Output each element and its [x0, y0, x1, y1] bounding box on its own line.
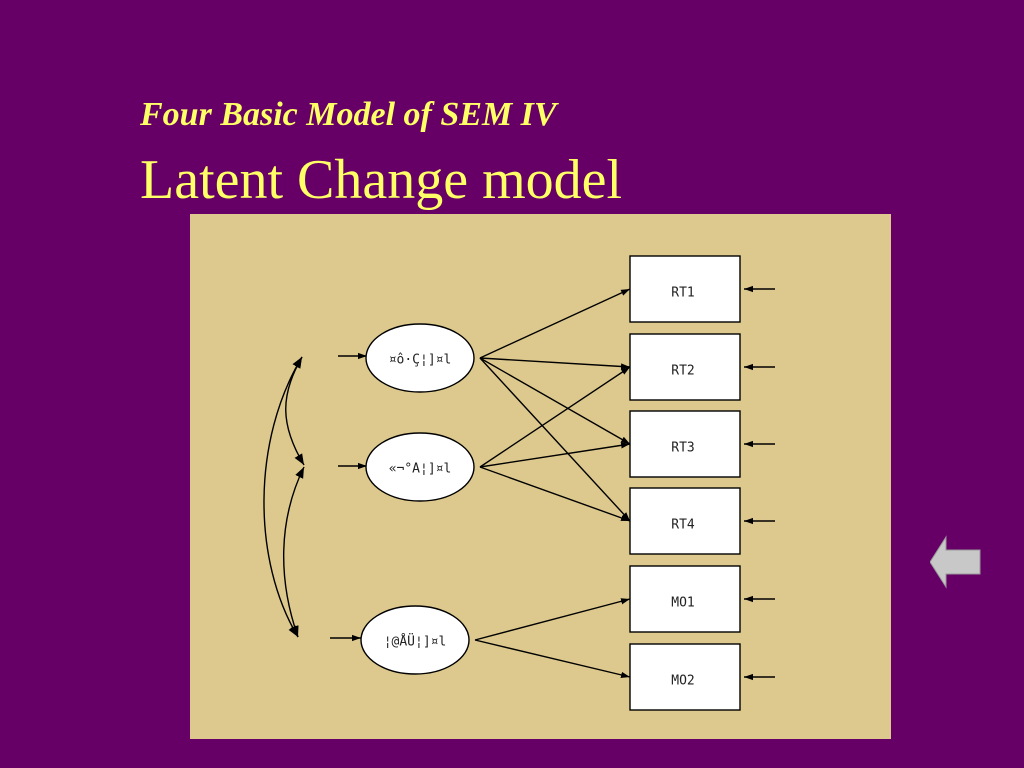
observed-RT3: RT3: [629, 410, 741, 478]
path-L2-RT3: [479, 442, 631, 468]
observed-RT1: RT1: [629, 255, 741, 323]
latent-label: «¬°A¦]¤l: [389, 462, 452, 477]
covariance-L2-L3: [283, 466, 305, 638]
error-arrows: [744, 285, 775, 681]
latent-label: ¤ô·Ç¦]¤l: [389, 353, 452, 368]
slide-title: Latent Change model: [140, 149, 623, 211]
observed-MO2: MO2: [629, 643, 741, 711]
back-arrow-icon[interactable]: [930, 535, 982, 589]
covariance-L1-L3: [263, 356, 303, 638]
latent-L1: ¤ô·Ç¦]¤l: [365, 323, 475, 393]
observed-RT2: RT2: [629, 333, 741, 401]
path-L1-RT1: [479, 288, 631, 359]
diagram-panel: [190, 214, 891, 739]
observed-label: RT4: [671, 518, 695, 533]
observed-label: RT3: [671, 441, 694, 456]
path-L2-RT2: [479, 366, 631, 468]
observed-label: MO2: [671, 674, 694, 689]
latent-L2: «¬°A¦]¤l: [365, 432, 475, 502]
latent-variables: ¤ô·Ç¦]¤l «¬°A¦]¤l ¦@ÅÜ¦]¤l: [360, 323, 475, 675]
path-L1-RT2: [479, 357, 631, 370]
observed-label: RT1: [671, 286, 694, 301]
observed-RT4: RT4: [629, 487, 741, 555]
covariance-L1-L2: [285, 356, 305, 466]
observed-label: RT2: [671, 364, 694, 379]
path-arrows: [474, 288, 631, 678]
path-L3-MO2: [474, 639, 631, 678]
path-L1-RT3: [479, 357, 631, 445]
path-L3-MO1: [474, 598, 631, 641]
path-L2-RT4: [479, 466, 631, 522]
observed-label: MO1: [671, 596, 694, 611]
slide-subtitle: Four Basic Model of SEM IV: [140, 96, 557, 133]
path-L1-RT4: [479, 357, 631, 522]
observed-MO1: MO1: [629, 565, 741, 633]
latent-L3: ¦@ÅÜ¦]¤l: [360, 605, 470, 675]
latent-label: ¦@ÅÜ¦]¤l: [384, 633, 447, 650]
